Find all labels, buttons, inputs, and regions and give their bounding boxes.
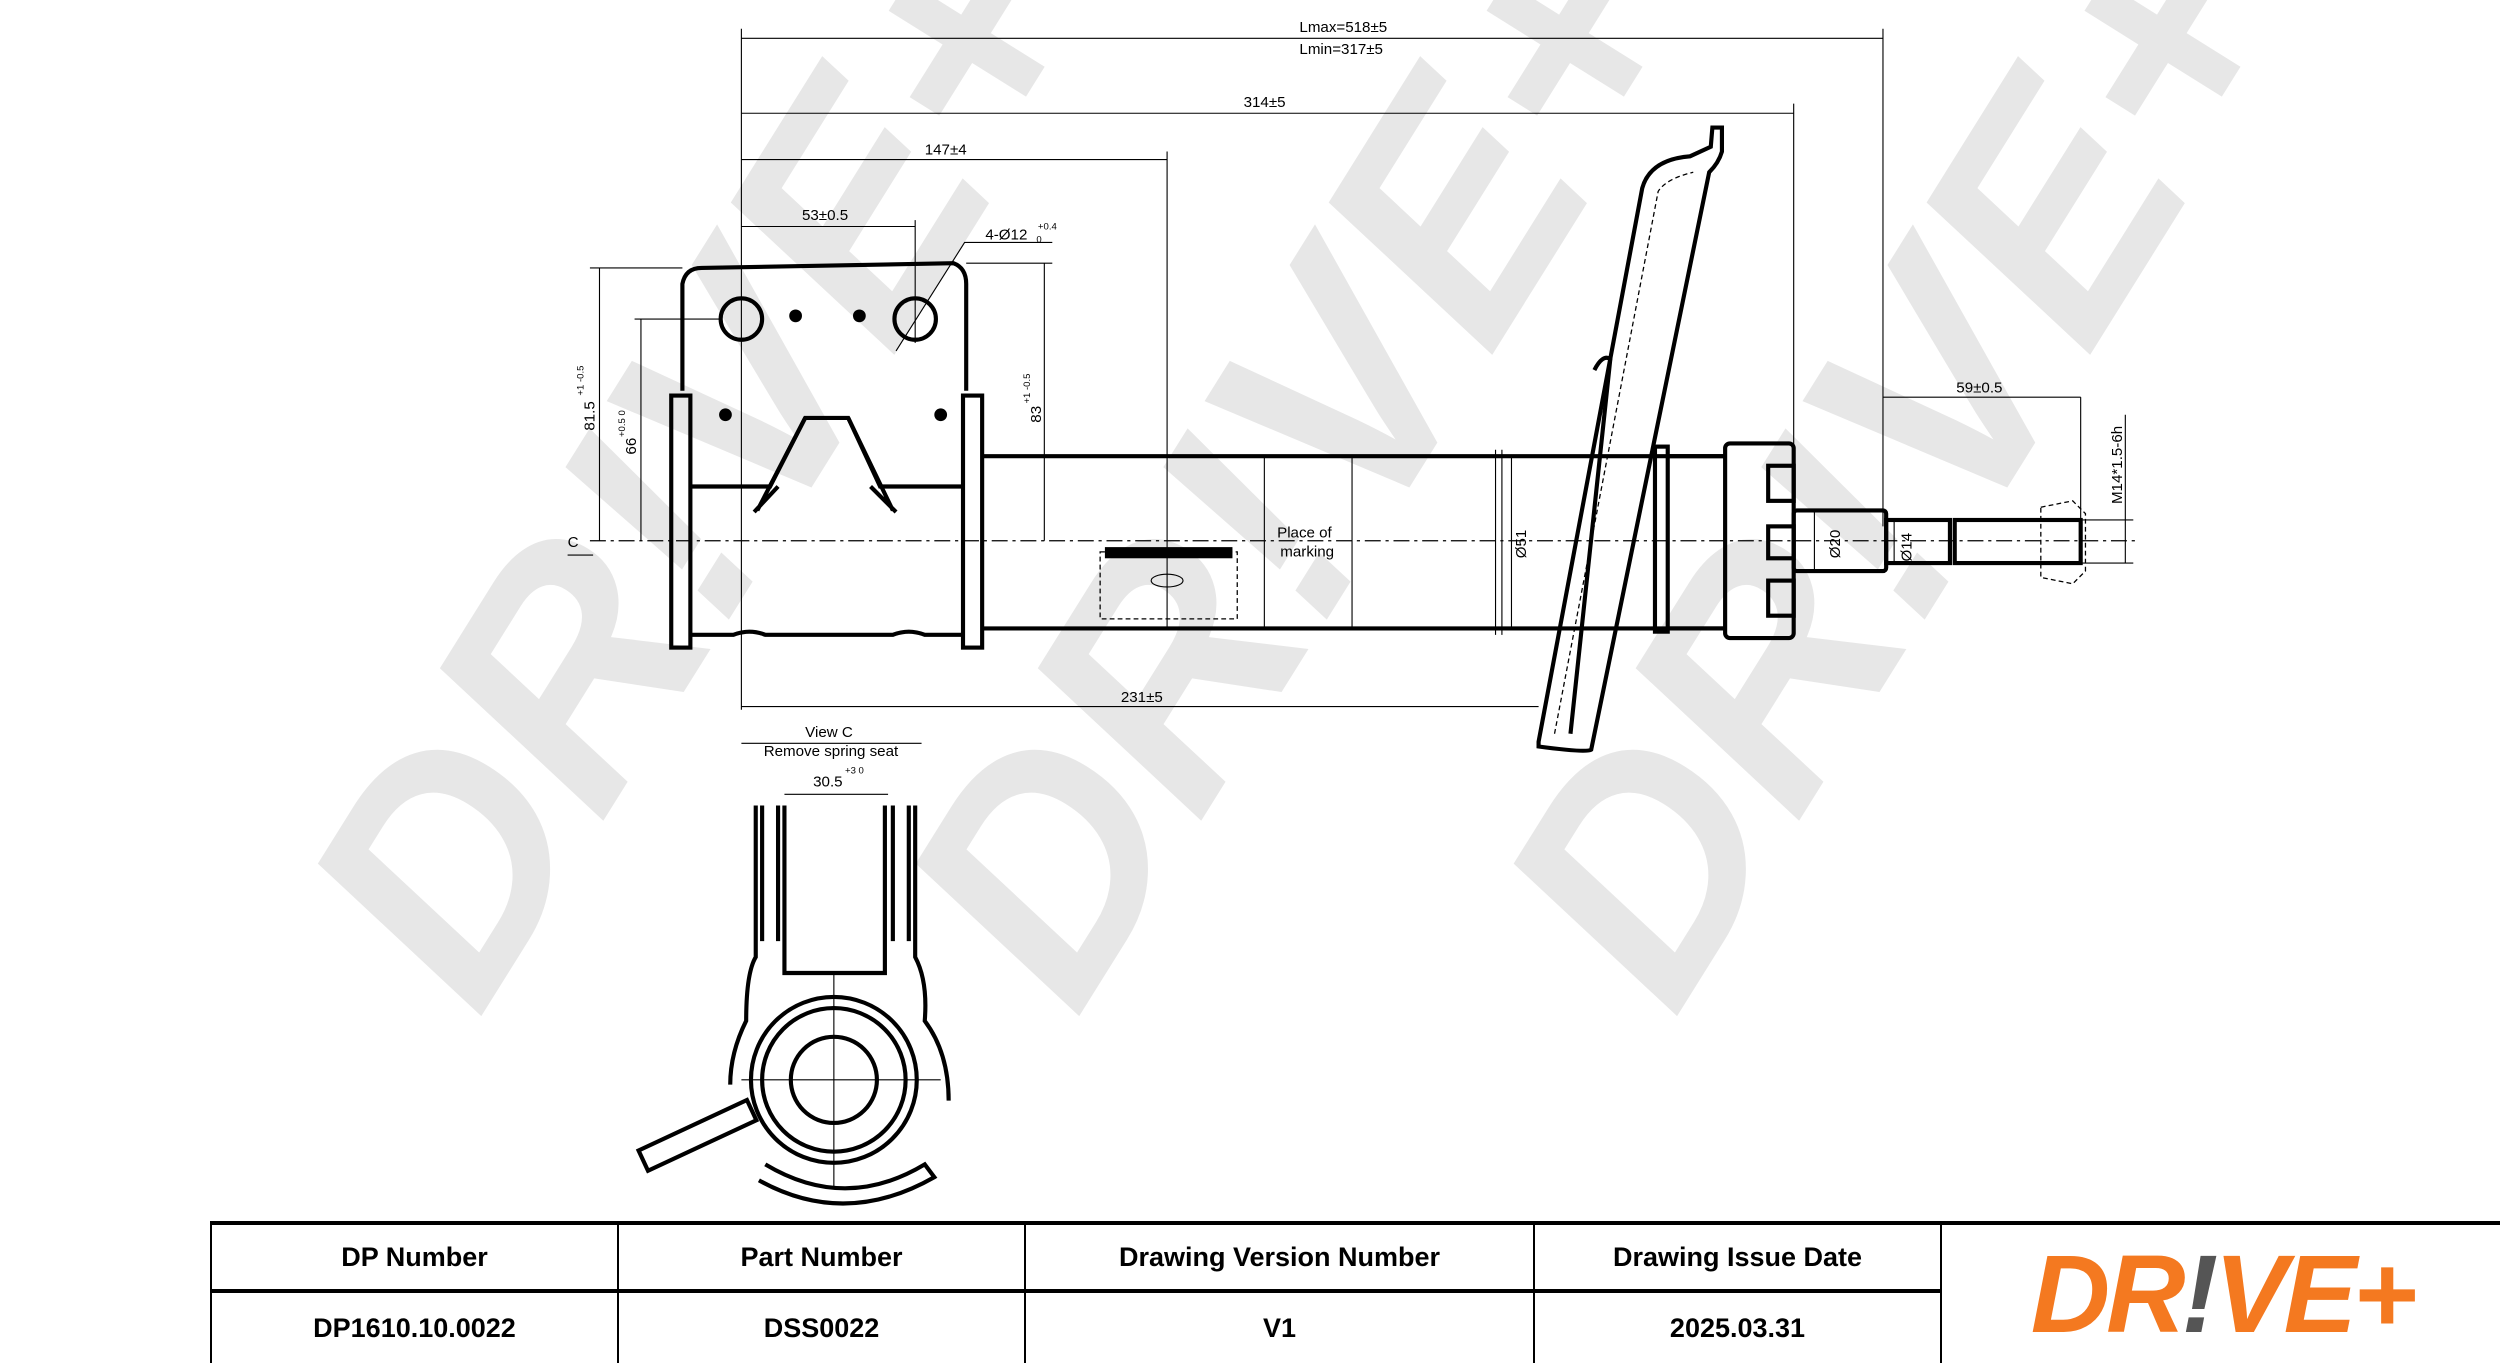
logo-part-2: VE+ [2214, 1232, 2417, 1356]
dim-dia-14: Ø14 [1899, 533, 1916, 562]
marking-label-2: marking [1280, 544, 1334, 561]
spring-seat [1536, 125, 1726, 753]
dim-dia-51: Ø51 [1513, 530, 1530, 559]
dim-dia-20: Ø20 [1827, 530, 1844, 559]
dim-30-5: 30.5 [813, 773, 842, 790]
piston-rod [1723, 441, 2087, 641]
header-dp-number: DP Number [210, 1225, 617, 1293]
knuckle-bracket [669, 261, 985, 650]
value-drawing-version: V1 [1024, 1293, 1533, 1363]
dim-83: 83 [1028, 406, 1045, 423]
dim-66: 66 [623, 438, 640, 455]
title-block: DP Number Part Number Drawing Version Nu… [210, 1221, 2500, 1363]
dim-53: 53±0.5 [802, 207, 848, 224]
view-c-note: Remove spring seat [764, 743, 899, 760]
value-dp-number: DP1610.10.0022 [210, 1293, 617, 1363]
view-c-drawing [635, 805, 951, 1206]
dim-231: 231±5 [1121, 689, 1163, 706]
dim-holes-tol: +0.4 [1038, 222, 1058, 233]
value-part-number: DSS0022 [617, 1293, 1024, 1363]
dim-314: 314±5 [1244, 94, 1286, 111]
dimension-lines [567, 28, 2134, 795]
dim-lmax: Lmax=518±5 [1299, 19, 1387, 36]
header-part-number: Part Number [617, 1225, 1024, 1293]
value-issue-date: 2025.03.31 [1533, 1293, 1940, 1363]
logo-bang: ! [2181, 1232, 2219, 1356]
dimension-labels: Lmax=518±5 Lmin=317±5 314±5 147±4 53±0.5… [568, 19, 2127, 790]
dim-thread: M14*1.5-6h [2109, 426, 2126, 504]
dim-81-5-tol: +1 -0.5 [576, 366, 587, 396]
dim-holes: 4-Ø12 [985, 226, 1027, 243]
dim-81-5: 81.5 [582, 401, 599, 430]
dim-59: 59±0.5 [1956, 379, 2002, 396]
dim-holes-tol-low: 0 [1036, 234, 1041, 245]
drive-plus-logo: DR!VE+ [1940, 1225, 2500, 1363]
section-c-label: C [568, 534, 579, 551]
dim-147: 147±4 [925, 142, 967, 159]
logo-part-1: DR [2030, 1232, 2186, 1356]
dim-83-tol: +1 -0.5 [1022, 374, 1033, 404]
dim-66-tol: +0.5 0 [617, 410, 628, 437]
header-drawing-version: Drawing Version Number [1024, 1225, 1533, 1293]
dim-30-5-tol: +3 0 [845, 766, 864, 777]
dim-lmin: Lmin=317±5 [1299, 41, 1383, 58]
header-issue-date: Drawing Issue Date [1533, 1225, 1940, 1293]
marking-label-1: Place of [1277, 525, 1332, 542]
view-c-title: View C [805, 724, 853, 741]
